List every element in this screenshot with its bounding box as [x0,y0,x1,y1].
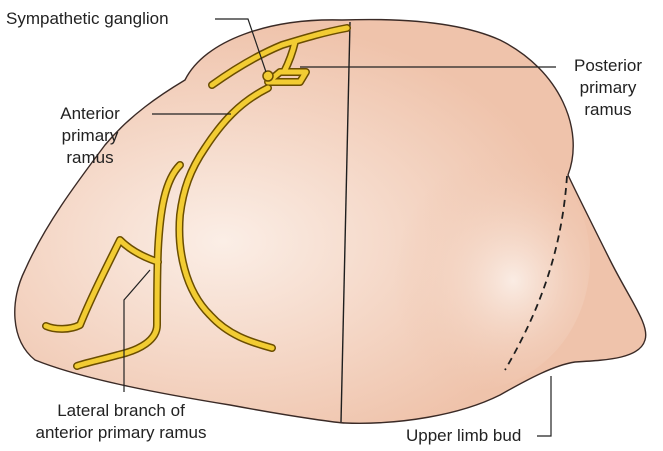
label-line: Posterior [558,55,658,77]
label-posterior-primary-ramus: Posterior primary ramus [558,55,658,121]
label-sympathetic-ganglion: Sympathetic ganglion [6,8,169,30]
label-anterior-primary-ramus: Anterior primary ramus [30,103,150,169]
leader-upper-limb-bud [537,376,551,436]
label-line: Lateral branch of [2,400,240,422]
label-upper-limb-bud: Upper limb bud [406,425,521,447]
label-line: primary [30,125,150,147]
label-line: ramus [30,147,150,169]
sympathetic-ganglion [263,71,273,81]
label-line: anterior primary ramus [2,422,240,444]
label-line: Anterior [30,103,150,125]
body-highlight-right [350,130,590,390]
label-line: ramus [558,99,658,121]
label-lateral-branch: Lateral branch of anterior primary ramus [2,400,240,444]
label-line: primary [558,77,658,99]
